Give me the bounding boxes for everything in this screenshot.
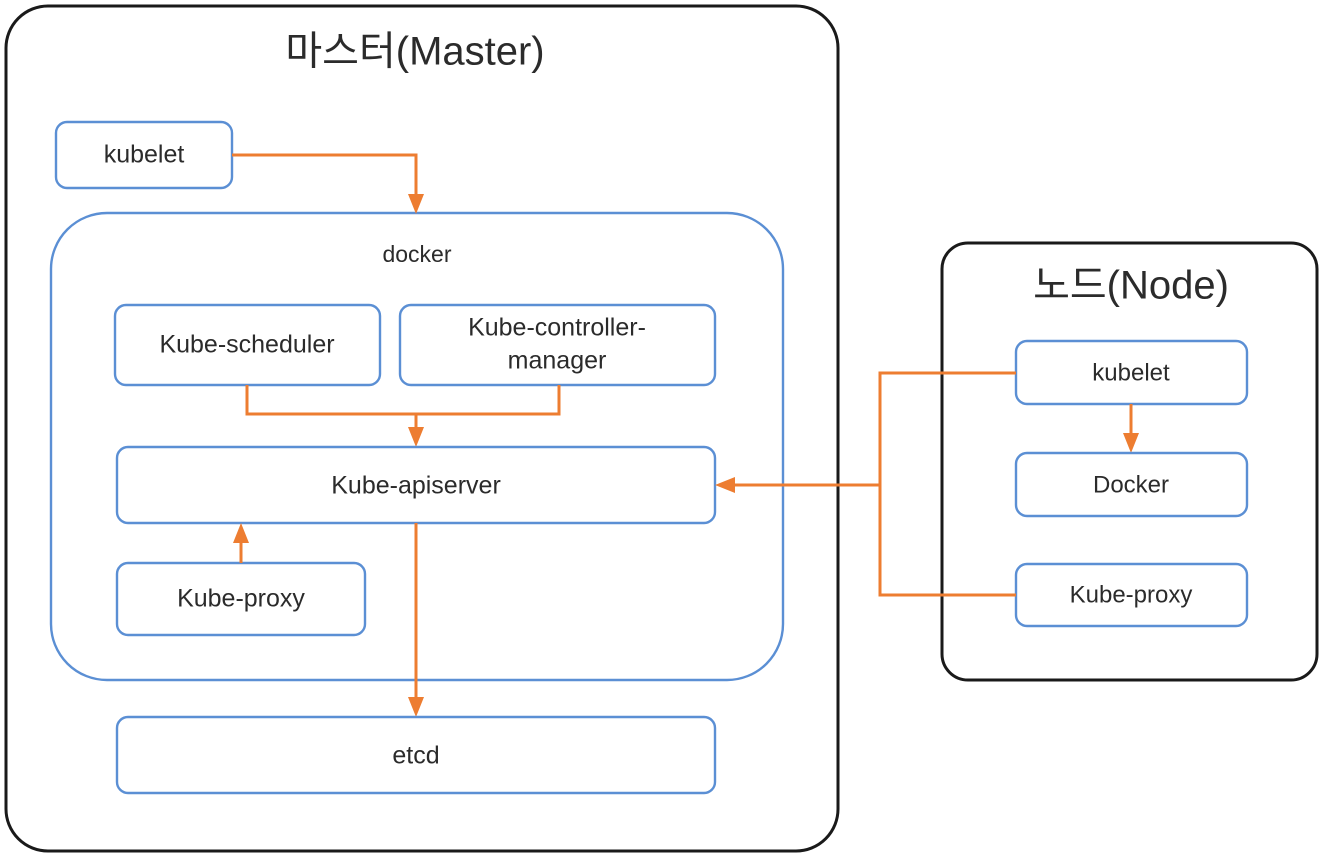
kube-controller-manager-box[interactable]: Kube-controller- manager	[398, 303, 717, 387]
node-kubelet-label: kubelet	[1092, 359, 1170, 386]
node-kubelet-box[interactable]: kubelet	[1014, 339, 1249, 406]
kube-controller-manager-label-line2: manager	[508, 347, 607, 375]
connector-scheduler-controller-to-apiserver	[245, 385, 561, 447]
node-kube-proxy-box[interactable]: Kube-proxy	[1014, 562, 1249, 628]
connector-scheduler-to-apiserver-path	[245, 385, 416, 416]
kube-apiserver-box[interactable]: Kube-apiserver	[115, 445, 717, 525]
kube-controller-manager-label-line1: Kube-controller-	[468, 314, 646, 342]
connector-kubelet-to-docker-arrowhead	[408, 194, 424, 214]
connector-node-kubelet-to-apiserver-path	[878, 371, 1016, 485]
connector-kubelet-to-docker-path	[232, 153, 418, 201]
master-kubelet-label: kubelet	[104, 141, 185, 169]
connector-node-to-apiserver-arrowhead	[715, 477, 735, 493]
master-panel-title: 마스터(Master)	[285, 30, 544, 74]
master-kube-proxy-box[interactable]: Kube-proxy	[115, 561, 367, 637]
connector-node-kubelet-to-node-docker-arrowhead	[1123, 433, 1139, 453]
connector-node-kube-proxy-to-apiserver-path	[878, 485, 1016, 597]
connector-controller-manager-to-apiserver-path	[416, 385, 561, 416]
connector-kubelet-to-docker	[232, 153, 424, 214]
node-kube-proxy-label: Kube-proxy	[1070, 581, 1193, 608]
connector-apiserver-to-etcd-arrowhead	[408, 697, 424, 717]
connector-node-kubelet-to-node-docker	[1123, 404, 1139, 453]
docker-container-title: docker	[382, 241, 451, 267]
kube-apiserver-label: Kube-apiserver	[331, 472, 501, 500]
connector-master-kube-proxy-to-apiserver-arrowhead	[233, 523, 249, 543]
node-docker-box[interactable]: Docker	[1014, 451, 1249, 518]
etcd-box[interactable]: etcd	[115, 715, 717, 795]
node-docker-label: Docker	[1093, 471, 1169, 498]
master-kube-proxy-label: Kube-proxy	[177, 585, 305, 613]
master-kubelet-box[interactable]: kubelet	[54, 120, 234, 190]
connector-master-kube-proxy-to-apiserver	[233, 523, 249, 563]
kube-scheduler-box[interactable]: Kube-scheduler	[113, 303, 382, 387]
kube-scheduler-label: Kube-scheduler	[159, 331, 334, 359]
etcd-label: etcd	[392, 742, 439, 770]
connector-node-to-apiserver	[715, 371, 1016, 597]
connector-apiserver-to-etcd	[408, 523, 424, 717]
connector-to-apiserver-arrowhead	[408, 427, 424, 447]
node-panel-title: 노드(Node)	[1033, 264, 1229, 308]
node-docker-box-rect[interactable]	[1014, 451, 1249, 518]
etcd-box-rect[interactable]	[115, 715, 717, 795]
